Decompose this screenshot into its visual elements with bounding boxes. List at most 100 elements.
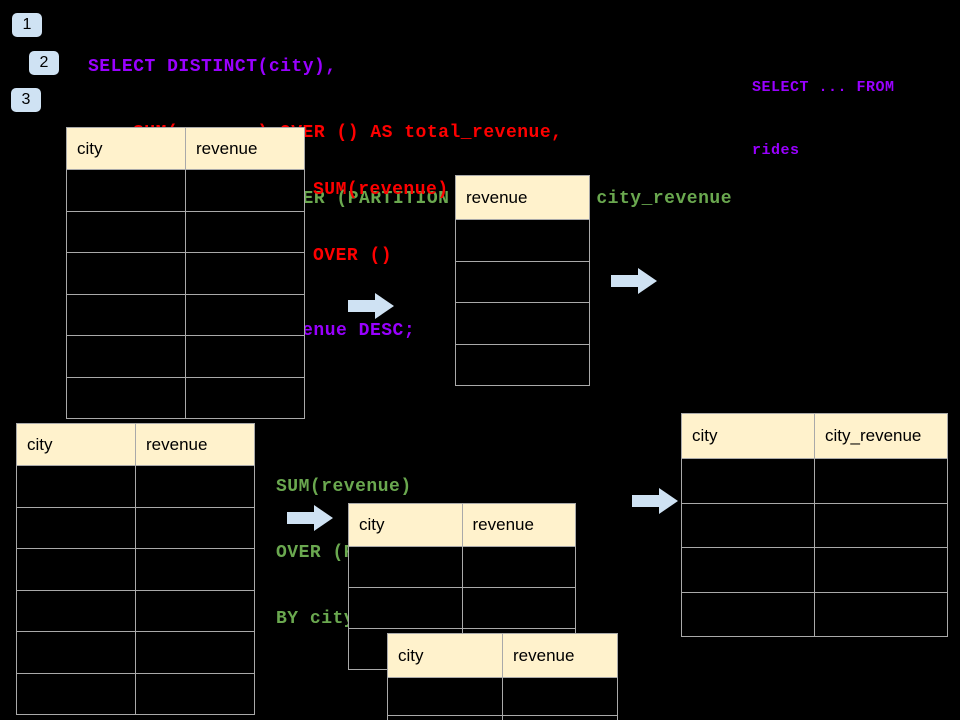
label-total-revenue-line-2: OVER () xyxy=(313,246,393,266)
column-header: revenue xyxy=(135,424,254,465)
table-row xyxy=(17,672,254,715)
column-header: revenue xyxy=(466,187,528,207)
column-header: city xyxy=(77,138,103,158)
table-cell xyxy=(502,716,617,720)
side-note: SELECT ... FROM rides xyxy=(752,35,895,203)
table-header-row: city city_revenue xyxy=(682,414,947,458)
table-cell xyxy=(135,507,254,548)
side-note-line-2: rides xyxy=(752,142,800,159)
table-total-revenue: revenue xyxy=(455,175,590,386)
table-source-top: city revenue xyxy=(66,127,305,419)
table-cell xyxy=(135,632,254,673)
table-row xyxy=(349,546,575,587)
label-total-revenue: SUM(revenue) OVER () xyxy=(313,135,449,311)
side-note-line-1: SELECT ... FROM xyxy=(752,79,895,96)
table-cell xyxy=(135,673,254,714)
column-header: revenue xyxy=(185,128,304,169)
table-cell xyxy=(135,549,254,590)
table-row xyxy=(67,169,304,211)
table-cell xyxy=(814,459,947,503)
table-row xyxy=(17,589,254,632)
table-row xyxy=(67,335,304,377)
table-cell xyxy=(456,262,589,303)
table-cell xyxy=(814,548,947,592)
table-cell xyxy=(388,716,502,720)
table-row xyxy=(388,715,617,720)
table-row xyxy=(682,591,947,637)
table-row xyxy=(682,547,947,592)
table-cell xyxy=(135,590,254,631)
column-header: city xyxy=(398,645,424,665)
table-row xyxy=(388,677,617,715)
table-cell xyxy=(17,549,135,590)
table-cell xyxy=(502,678,617,715)
column-header: revenue xyxy=(461,504,576,546)
table-row xyxy=(456,219,589,261)
table-cell xyxy=(67,170,185,211)
table-cell xyxy=(349,547,462,587)
table-cell xyxy=(17,466,135,507)
table-header-row: city revenue xyxy=(388,634,617,677)
table-header-row: revenue xyxy=(456,176,589,219)
table-cell xyxy=(682,504,814,548)
table-cell xyxy=(17,591,135,632)
table-cell xyxy=(185,336,304,377)
table-row xyxy=(17,506,254,549)
table-row xyxy=(17,548,254,590)
table-cell xyxy=(456,220,589,261)
table-header-row: city revenue xyxy=(349,504,575,546)
table-cell xyxy=(461,588,576,628)
table-row xyxy=(67,293,304,336)
table-row xyxy=(67,210,304,252)
table-cell xyxy=(67,253,185,294)
table-cell xyxy=(461,547,576,587)
step-badge-1: 1 xyxy=(12,13,42,37)
column-header: city_revenue xyxy=(814,414,947,458)
arrow-right-icon xyxy=(611,268,657,294)
table-cell xyxy=(456,345,589,386)
table-header-row: city revenue xyxy=(67,128,304,169)
table-cell xyxy=(456,303,589,344)
label-total-revenue-line-1: SUM(revenue) xyxy=(313,180,449,200)
arrow-right-icon xyxy=(348,293,394,319)
table-cell xyxy=(17,674,135,715)
step-badge-3-label: 3 xyxy=(21,91,31,108)
column-header: city xyxy=(359,515,385,534)
column-header: revenue xyxy=(502,634,617,677)
table-cell xyxy=(682,593,814,637)
table-cell xyxy=(67,378,185,419)
table-cell xyxy=(814,503,947,547)
table-cell xyxy=(814,592,947,636)
table-row xyxy=(67,252,304,294)
table-row xyxy=(456,302,589,344)
table-row xyxy=(682,458,947,503)
table-row xyxy=(17,631,254,673)
table-cell xyxy=(185,253,304,294)
table-cell xyxy=(388,678,502,715)
table-cell xyxy=(682,459,814,503)
column-header: city xyxy=(692,426,718,445)
table-cell xyxy=(185,170,304,211)
table-cell xyxy=(67,336,185,377)
step-badge-2: 2 xyxy=(29,51,59,75)
table-cell xyxy=(185,294,304,335)
table-cell xyxy=(17,508,135,549)
table-cell xyxy=(185,377,304,418)
sql-select-line: SELECT DISTINCT(city), xyxy=(88,57,337,77)
table-row xyxy=(349,587,575,628)
arrow-right-icon xyxy=(287,505,333,531)
table-row xyxy=(456,260,589,303)
table-cell xyxy=(682,548,814,592)
table-cell xyxy=(67,295,185,336)
label-partition-line-1: SUM(revenue) xyxy=(276,477,412,497)
table-row xyxy=(456,343,589,386)
table-cell xyxy=(135,466,254,507)
step-badge-1-label: 1 xyxy=(22,16,32,33)
table-result: city city_revenue xyxy=(681,413,948,637)
table-cell xyxy=(185,211,304,252)
table-partition-overlay: city revenue xyxy=(387,633,618,720)
table-row xyxy=(17,465,254,507)
